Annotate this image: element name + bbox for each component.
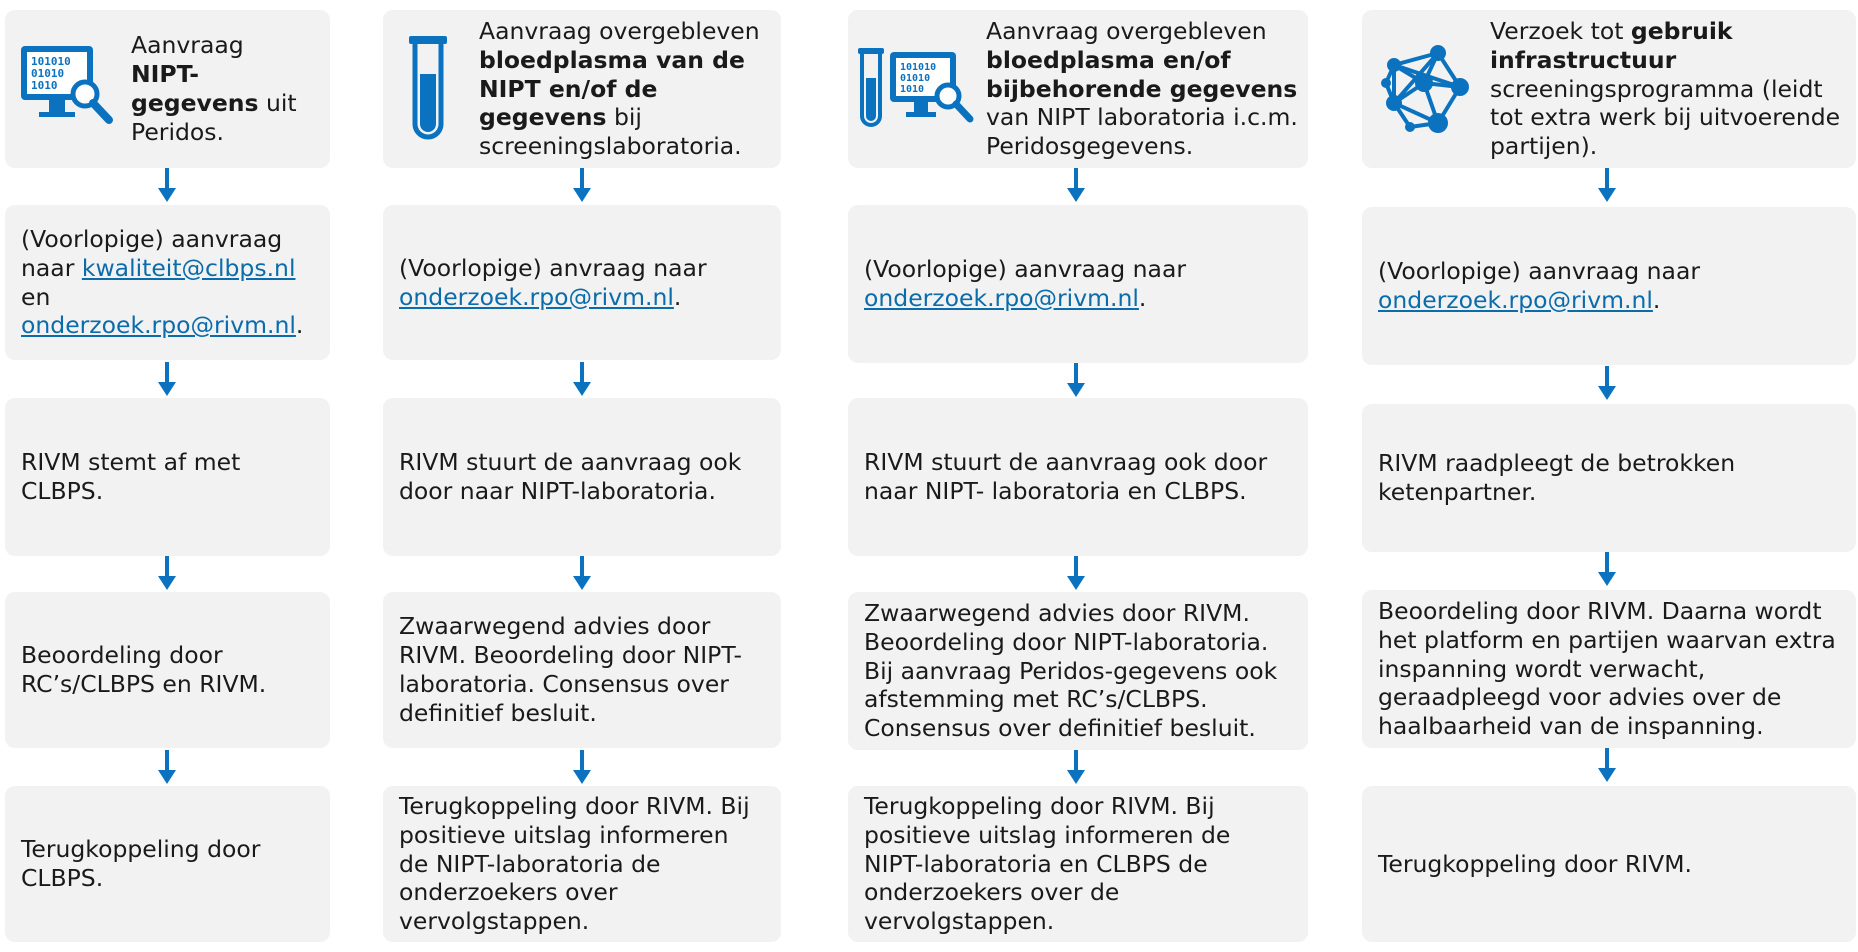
head-bold-text: NIPT-gegevens [131, 60, 259, 117]
head-bold-text: gebruik infrastructuur [1490, 17, 1733, 74]
arrow-down-icon [1598, 552, 1616, 586]
email-link-onderzoek[interactable]: onderzoek.rpo@rivm.nl [399, 282, 674, 311]
arrow-down-icon [1067, 556, 1085, 590]
step-text: Zwaarwegend advies door RIVM. Beoordelin… [399, 612, 743, 727]
step-text: (Voorlopige) aanvraag naar [864, 255, 1187, 284]
email-link-onderzoek[interactable]: onderzoek.rpo@rivm.nl [864, 284, 1139, 312]
step-text: Terugkoppeling door RIVM. Bij positieve … [399, 792, 750, 936]
column-bloodplasma-peridos: 101010 01010 1010 Aanvraag overgebleven … [848, 0, 1308, 952]
step-text: RIVM stuurt de aanvraag ook door naar NI… [864, 448, 1268, 505]
head-bold-text: bloedplasma van de NIPT en/of de gegeven… [479, 45, 745, 132]
arrow-down-icon [158, 362, 176, 396]
arrow-down-icon [158, 556, 176, 590]
head-text: Verzoek tot [1490, 17, 1624, 45]
step-assessment: Beoordeling door RIVM. Daarna wordt het … [1362, 590, 1856, 748]
step-text: (Voorlopige) aanvraag naar [21, 224, 283, 282]
svg-text:101010: 101010 [31, 55, 71, 68]
step-feedback: Terugkoppeling door RIVM. [1362, 786, 1856, 942]
step-forward: RIVM stuurt de aanvraag ook door naar NI… [383, 398, 781, 556]
step-assessment: Zwaarwegend advies door RIVM. Beoordelin… [383, 592, 781, 748]
request-type-box: Aanvraag overgebleven bloedplasma van de… [383, 10, 781, 168]
step-text: Beoordeling door RIVM. Daarna wordt het … [1378, 597, 1836, 741]
head-text: screeningsprogramma (leidt tot extra wer… [1490, 74, 1841, 161]
email-link-onderzoek[interactable]: onderzoek.rpo@rivm.nl [21, 311, 296, 340]
svg-text:1010: 1010 [900, 84, 924, 95]
head-text: Aanvraag [131, 31, 244, 60]
head-bold-text: bloedplasma en/of bijbehorende gegevens [986, 45, 1298, 103]
head-text: uit Peridos. [131, 89, 297, 146]
step-forward: RIVM stuurt de aanvraag ook door naar NI… [848, 398, 1308, 556]
arrow-down-icon [573, 362, 591, 396]
arrow-down-icon [1067, 168, 1085, 202]
step-feedback: Terugkoppeling door CLBPS. [5, 786, 330, 942]
arrow-down-icon [573, 168, 591, 202]
column-infrastructure: Verzoek tot gebruik infrastructuur scree… [1362, 0, 1856, 952]
head-text: van NIPT laboratoria i.c.m. Peridosgegev… [986, 103, 1298, 161]
arrow-down-icon [158, 168, 176, 202]
arrow-down-icon [1067, 363, 1085, 397]
step-consult: RIVM raadpleegt de betrokken ketenpartne… [1362, 404, 1856, 552]
punctuation: . [673, 282, 682, 311]
email-link-kwaliteit[interactable]: kwaliteit@clbps.nl [81, 253, 296, 282]
svg-text:01010: 01010 [31, 67, 64, 80]
svg-text:01010: 01010 [900, 73, 930, 84]
head-text: bij screeningslaboratoria. [479, 103, 742, 161]
step-text: Terugkoppeling door CLBPS. [21, 835, 261, 892]
network-icon [1380, 43, 1474, 135]
punctuation: . [1138, 284, 1147, 312]
punctuation: . [295, 311, 304, 340]
head-text: Aanvraag overgebleven [986, 17, 1267, 45]
head-text: Aanvraag overgebleven [479, 17, 760, 45]
step-text: RIVM raadpleegt de betrokken ketenpartne… [1378, 449, 1736, 506]
request-type-box: 101010 01010 1010 Aanvraag NIPT-gegevens… [5, 10, 330, 168]
arrow-down-icon [1598, 748, 1616, 782]
step-text: Beoordeling door RC’s/CLBPS en RIVM. [21, 641, 267, 698]
step-request: (Voorlopige) aanvraag naar kwaliteit@clb… [5, 205, 330, 360]
computer-search-icon: 101010 01010 1010 [19, 38, 119, 140]
svg-text:1010: 1010 [31, 79, 58, 92]
arrow-down-icon [1598, 168, 1616, 202]
step-assessment: Beoordeling door RC’s/CLBPS en RIVM. [5, 592, 330, 748]
step-text: RIVM stuurt de aanvraag ook door naar NI… [399, 448, 742, 505]
step-feedback: Terugkoppeling door RIVM. Bij positieve … [383, 786, 781, 942]
arrow-down-icon [158, 750, 176, 784]
step-text: RIVM stemt af met CLBPS. [21, 448, 241, 505]
step-assessment: Zwaarwegend advies door RIVM. Beoordelin… [848, 592, 1308, 750]
email-link-onderzoek[interactable]: onderzoek.rpo@rivm.nl [1378, 286, 1653, 314]
test-tube-computer-search-icon: 101010 01010 1010 [856, 44, 974, 134]
arrow-down-icon [1598, 366, 1616, 400]
step-feedback: Terugkoppeling door RIVM. Bij positieve … [848, 786, 1308, 942]
step-text: (Voorlopige) aanvraag naar [1378, 257, 1701, 286]
step-text: Zwaarwegend advies door RIVM. Beoordelin… [864, 599, 1278, 743]
punctuation: . [1652, 286, 1661, 314]
test-tube-icon [407, 34, 449, 144]
column-nipt-data: 101010 01010 1010 Aanvraag NIPT-gegevens… [5, 0, 330, 952]
arrow-down-icon [1067, 750, 1085, 784]
svg-text:101010: 101010 [900, 62, 936, 73]
step-text: Terugkoppeling door RIVM. [1378, 849, 1692, 878]
request-type-box: 101010 01010 1010 Aanvraag overgebleven … [848, 10, 1308, 168]
step-text: Terugkoppeling door RIVM. Bij positieve … [864, 792, 1231, 936]
step-coordination: RIVM stemt af met CLBPS. [5, 398, 330, 556]
step-text: en [21, 282, 51, 311]
arrow-down-icon [573, 556, 591, 590]
arrow-down-icon [573, 750, 591, 784]
step-text: (Voorlopige) anvraag naar [399, 253, 707, 282]
column-bloodplasma-screening: Aanvraag overgebleven bloedplasma van de… [383, 0, 781, 952]
request-type-box: Verzoek tot gebruik infrastructuur scree… [1362, 10, 1856, 168]
